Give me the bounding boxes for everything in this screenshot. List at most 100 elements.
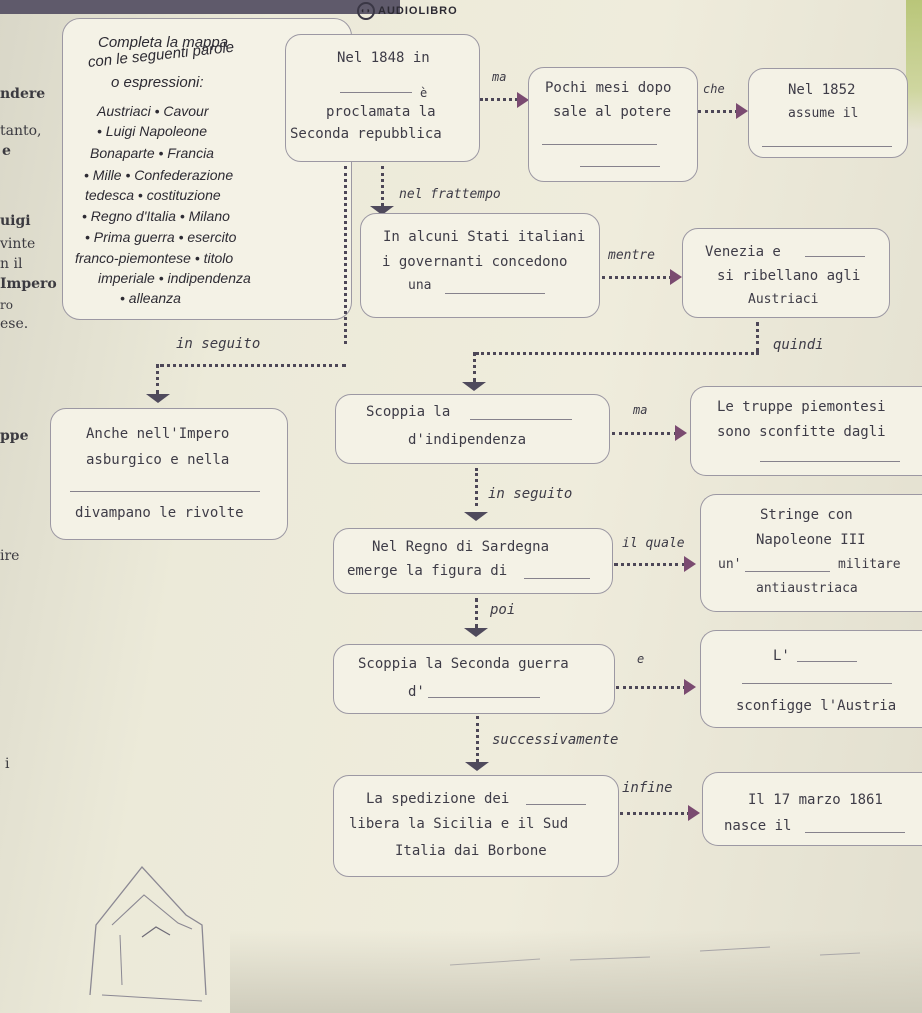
box-text: emerge la figura di <box>347 563 508 579</box>
connector-line <box>473 352 476 382</box>
box-text: militare <box>838 557 901 572</box>
box-text: L' <box>773 648 790 664</box>
word-list-line: Bonaparte • Francia <box>90 145 214 161</box>
connector-label: infine <box>622 780 673 796</box>
box-text: d' <box>408 684 425 700</box>
box-text: Nel Regno di Sardegna <box>372 539 550 555</box>
connector-label: successivamente <box>492 732 619 748</box>
word-list-line: franco-piemontese • titolo <box>75 250 234 266</box>
arrow-right-icon <box>684 679 696 695</box>
box-text: assume il <box>788 106 859 121</box>
connector-line <box>620 812 690 815</box>
connector-label: poi <box>490 602 516 618</box>
instructions-subtitle: o espressioni: <box>111 74 204 91</box>
headphones-icon: ◖◗ <box>357 2 375 20</box>
arrow-down-icon <box>146 394 170 403</box>
box-text: Scoppia la <box>366 404 451 420</box>
box-text: Anche nell'Impero <box>86 426 230 442</box>
instructions-title: Completa la mappa <box>98 34 229 51</box>
box-stati-italiani <box>360 213 600 318</box>
arrow-down-icon <box>464 512 488 521</box>
answer-blank[interactable] <box>760 461 900 462</box>
answer-blank[interactable] <box>805 256 865 257</box>
connector-line <box>476 352 759 355</box>
box-text: Venezia e <box>705 244 781 260</box>
arrow-right-icon <box>688 805 700 821</box>
answer-blank[interactable] <box>428 697 540 698</box>
arrow-right-icon <box>517 92 529 108</box>
answer-blank[interactable] <box>340 92 412 93</box>
audiobook-label: AUDIOLIBRO <box>378 4 458 17</box>
arrow-right-icon <box>736 103 748 119</box>
box-text: sono sconfitte dagli <box>717 424 886 440</box>
margin-text: tanto, <box>0 123 42 139</box>
box-text: Nel 1852 <box>788 82 856 98</box>
box-sconfigge <box>700 630 922 728</box>
answer-blank[interactable] <box>445 293 545 294</box>
answer-blank[interactable] <box>524 578 590 579</box>
answer-blank[interactable] <box>762 146 892 147</box>
box-stringe <box>700 494 922 612</box>
box-text: è <box>420 86 428 100</box>
page-edge <box>906 0 922 130</box>
box-text: Scoppia la Seconda guerra <box>358 656 569 672</box>
connector-label: nel frattempo <box>399 187 501 202</box>
arrow-right-icon <box>670 269 682 285</box>
page-shadow <box>230 930 922 1013</box>
connector-line <box>612 432 677 435</box>
box-text: antiaustriaca <box>756 581 858 596</box>
connector-line <box>381 166 384 206</box>
answer-blank[interactable] <box>745 571 830 572</box>
answer-blank[interactable] <box>580 166 660 167</box>
answer-blank[interactable] <box>742 683 892 684</box>
word-list-line: • Luigi Napoleone <box>97 123 207 139</box>
box-venezia <box>682 228 890 318</box>
audiobook-badge[interactable]: ◖◗AUDIOLIBRO <box>357 2 458 20</box>
box-text: i governanti concedono <box>382 254 568 270</box>
connector-label: ma <box>492 70 507 84</box>
box-1848 <box>285 34 480 162</box>
box-spedizione <box>333 775 619 877</box>
connector-label: mentre <box>608 248 655 263</box>
word-list-line: imperiale • indipendenza <box>98 270 251 286</box>
box-text: asburgico e nella <box>86 452 230 468</box>
box-text: proclamata la <box>326 104 436 120</box>
answer-blank[interactable] <box>526 804 586 805</box>
arrow-down-icon <box>370 206 394 215</box>
answer-blank[interactable] <box>805 832 905 833</box>
connector-line <box>476 716 479 762</box>
connector-label: quindi <box>773 337 824 353</box>
margin-text: ndere <box>0 86 46 102</box>
box-1852 <box>748 68 908 158</box>
box-text: Stringe con <box>760 507 853 523</box>
word-list-line: • alleanza <box>120 290 181 306</box>
box-text: nasce il <box>724 818 792 834</box>
answer-blank[interactable] <box>70 491 260 492</box>
answer-blank[interactable] <box>470 419 572 420</box>
word-list-line: • Prima guerra • esercito <box>85 229 237 245</box>
box-text: un' <box>718 557 742 572</box>
box-sardegna <box>333 528 613 594</box>
margin-text: e <box>2 143 11 159</box>
connector-label: che <box>703 82 725 96</box>
connector-line <box>480 98 518 101</box>
arrow-right-icon <box>675 425 687 441</box>
arrow-down-icon <box>464 628 488 637</box>
answer-blank[interactable] <box>797 661 857 662</box>
box-text: In alcuni Stati italiani <box>383 229 586 245</box>
connector-label: il quale <box>622 536 685 551</box>
connector-line <box>698 110 738 113</box>
box-text: La spedizione dei <box>366 791 510 807</box>
box-text: Nel 1848 in <box>337 50 430 66</box>
connector-line <box>475 468 478 506</box>
connector-label: e <box>637 652 645 666</box>
connector-line <box>160 364 346 367</box>
box-pochi-mesi <box>528 67 698 182</box>
house-doodle <box>89 865 207 1002</box>
box-text: sconfigge l'Austria <box>736 698 897 714</box>
box-text: sale al potere <box>553 104 672 120</box>
box-text: Seconda repubblica <box>290 126 442 142</box>
box-text: Le truppe piemontesi <box>717 399 886 415</box>
answer-blank[interactable] <box>542 144 657 145</box>
connector-line <box>602 276 672 279</box>
